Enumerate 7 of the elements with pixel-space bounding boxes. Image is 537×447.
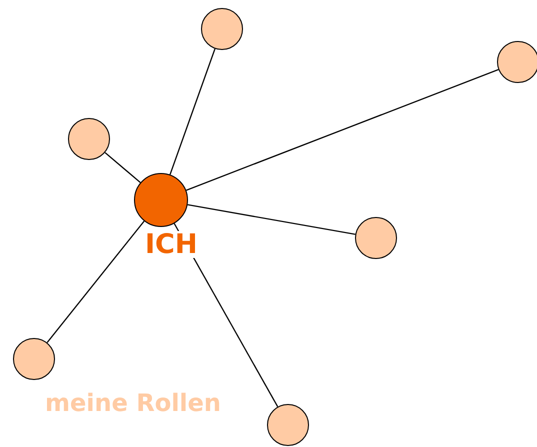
connector-line: [104, 152, 141, 183]
connector-line: [187, 204, 356, 235]
connector-line: [46, 220, 145, 343]
connector-line: [186, 69, 499, 191]
connector-line: [170, 48, 216, 175]
caption-text: meine Rollen: [45, 389, 222, 417]
node-label: ICH: [145, 231, 198, 258]
